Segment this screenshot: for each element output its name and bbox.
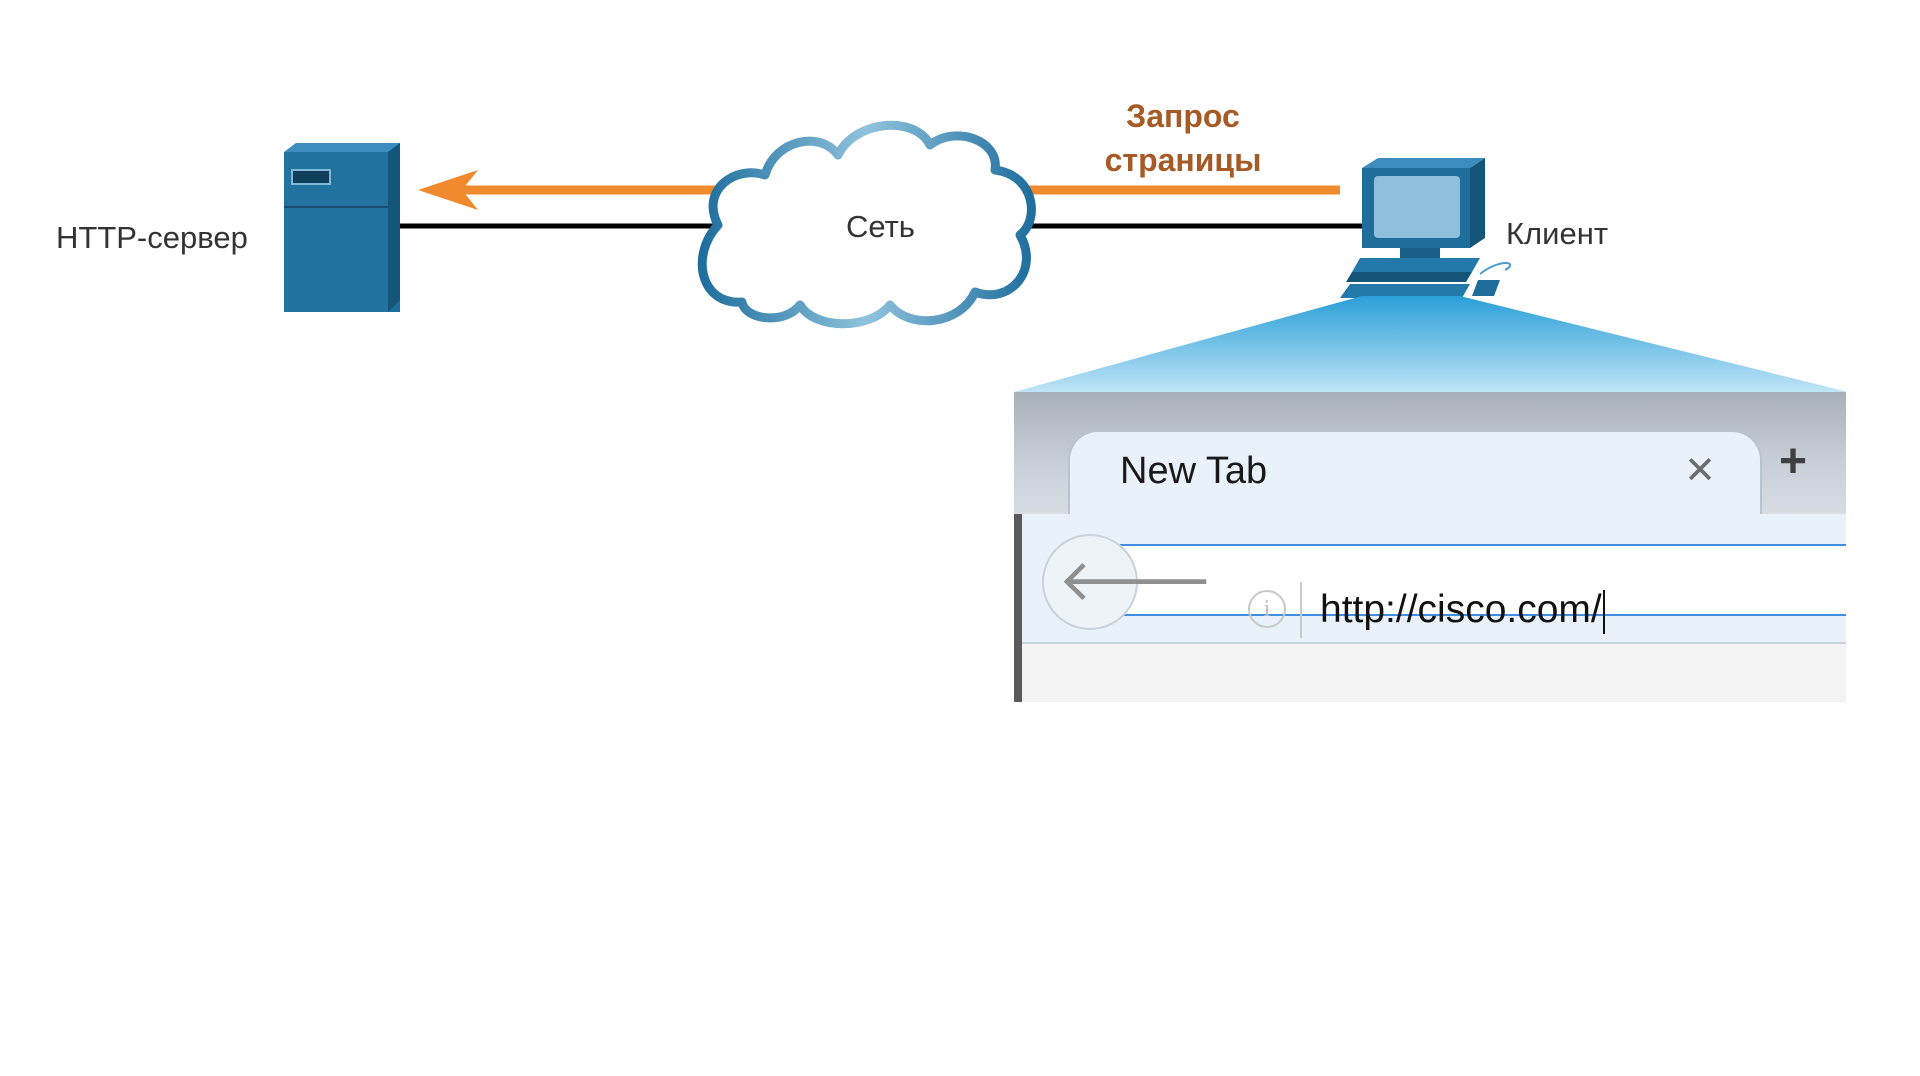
client-label: Клиент [1506,216,1609,251]
plus-icon[interactable]: + [1779,435,1808,488]
url-input[interactable]: http://cisco.com/ [1320,584,1605,636]
back-button[interactable]: 🡐 [1042,534,1214,630]
close-icon[interactable]: ✕ [1684,450,1716,492]
client-pc-icon [1340,158,1512,298]
url-divider [1300,582,1302,638]
url-bar[interactable]: i http://cisco.com/ [1120,544,1846,638]
network-label: Сеть [846,209,915,244]
tab-title: New Tab [1120,450,1268,492]
request-label: Запрос страницы [1104,98,1262,178]
back-arrow-icon: 🡐 [1058,548,1214,613]
tab-new-tab[interactable]: New Tab ✕ [1068,430,1762,527]
text-caret [1602,589,1605,634]
navigation-toolbar: i http://cisco.com/ 🡐 [1022,514,1846,642]
server-label: HTTP-сервер [56,220,248,255]
network-cloud [697,120,1036,329]
zoom-beam [1014,296,1848,392]
browser-window: New Tab ✕ + i http://cisco.com/ 🡐 [1014,392,1846,702]
server-icon [284,143,400,312]
page-content-area [1022,642,1846,702]
info-icon[interactable]: i [1248,590,1286,628]
tab-strip: New Tab ✕ + [1014,392,1846,527]
window-edge [1014,514,1022,702]
url-value: http://cisco.com/ [1320,588,1602,631]
